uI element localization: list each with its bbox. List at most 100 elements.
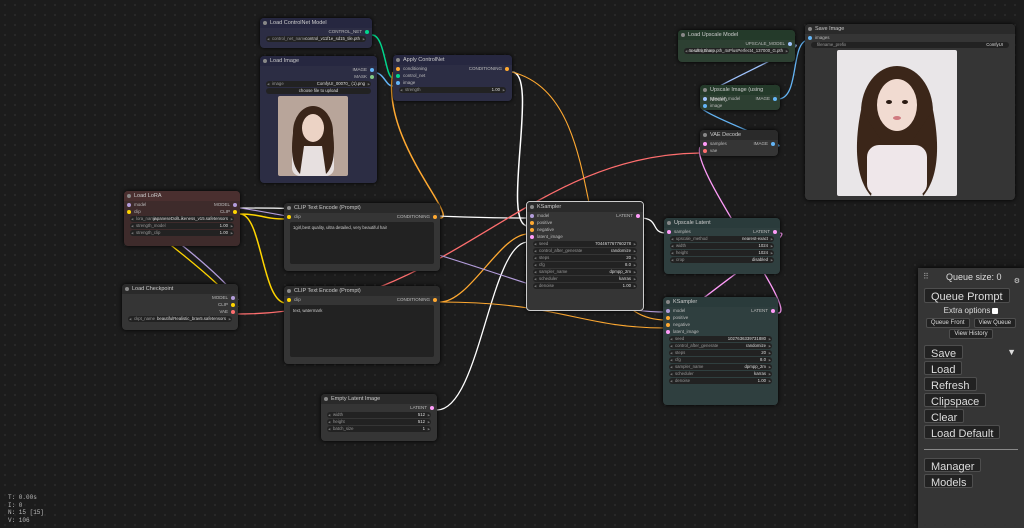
input-slot[interactable] bbox=[530, 235, 534, 239]
input-slot[interactable] bbox=[396, 74, 400, 78]
output-slot[interactable] bbox=[505, 67, 509, 71]
node-load-upscale-model[interactable]: Load Upscale Model UPSCALE_MODEL model_n… bbox=[678, 30, 795, 62]
gear-icon[interactable]: ⚙ bbox=[1013, 278, 1020, 285]
input-slot[interactable] bbox=[703, 97, 707, 101]
output-slot[interactable] bbox=[430, 406, 434, 410]
extra-options-checkbox[interactable] bbox=[992, 307, 999, 314]
queue-front-button[interactable]: Queue Front bbox=[925, 318, 970, 328]
widget-control-net-name[interactable]: control_net_namecontrol_v11f1e_sd15_tile… bbox=[266, 36, 366, 42]
input-slot[interactable] bbox=[666, 309, 670, 313]
refresh-button[interactable]: Refresh bbox=[924, 377, 977, 392]
load-button[interactable]: Load bbox=[924, 361, 963, 376]
input-slot[interactable] bbox=[808, 36, 812, 40]
manager-button[interactable]: Manager bbox=[924, 458, 982, 473]
input-slot[interactable] bbox=[666, 316, 670, 320]
output-slot[interactable] bbox=[231, 310, 235, 314]
queue-prompt-button[interactable]: Queue Prompt bbox=[924, 288, 1010, 303]
output-slot[interactable] bbox=[771, 309, 775, 313]
output-slot[interactable] bbox=[370, 68, 374, 72]
input-slot[interactable] bbox=[127, 203, 131, 207]
output-slot[interactable] bbox=[231, 296, 235, 300]
output-slot[interactable] bbox=[773, 230, 777, 234]
output-slot[interactable] bbox=[771, 142, 775, 146]
input-slot[interactable] bbox=[396, 67, 400, 71]
view-history-button[interactable]: View History bbox=[949, 329, 993, 339]
prompt-textarea[interactable]: text, watermark bbox=[290, 305, 434, 357]
output-slot[interactable] bbox=[231, 303, 235, 307]
widget-lora-name[interactable]: lora_namejapaneseDollLikeness_v15.safete… bbox=[130, 216, 234, 222]
output-slot[interactable] bbox=[636, 214, 640, 218]
upload-button[interactable]: choose file to upload bbox=[266, 88, 371, 94]
models-button[interactable]: Models bbox=[924, 474, 974, 489]
input-slot[interactable] bbox=[703, 142, 707, 146]
input-slot[interactable] bbox=[127, 210, 131, 214]
output-slot[interactable] bbox=[788, 42, 792, 46]
clipspace-button[interactable]: Clipspace bbox=[924, 393, 987, 408]
node-upscale-image-using-model[interactable]: Upscale Image (using Model) upscale_mode… bbox=[700, 85, 780, 110]
input-slot[interactable] bbox=[703, 104, 707, 108]
widget-ckpt-name[interactable]: ckpt_namebeautifulRealistic_brav5.safete… bbox=[128, 316, 232, 322]
view-queue-button[interactable]: View Queue bbox=[973, 318, 1017, 328]
load-default-button[interactable]: Load Default bbox=[924, 425, 1001, 440]
input-slot[interactable] bbox=[396, 81, 400, 85]
output-slot[interactable] bbox=[233, 203, 237, 207]
input-slot[interactable] bbox=[287, 298, 291, 302]
input-slot[interactable] bbox=[666, 330, 670, 334]
drag-handle-icon[interactable]: ⠿ bbox=[923, 272, 929, 281]
prompt-textarea[interactable]: 1girl,best quality, ultra detailed, very… bbox=[290, 222, 434, 264]
input-slot[interactable] bbox=[530, 214, 534, 218]
output-slot[interactable] bbox=[233, 210, 237, 214]
output-slot[interactable] bbox=[433, 215, 437, 219]
input-slot[interactable] bbox=[667, 230, 671, 234]
output-slot[interactable] bbox=[370, 75, 374, 79]
input-slot[interactable] bbox=[703, 149, 707, 153]
widget-model-name[interactable]: model_name4x-UltraSharp.pth_4xPlusPerfec… bbox=[684, 48, 789, 54]
output-slot[interactable] bbox=[433, 298, 437, 302]
save-button[interactable]: Save bbox=[924, 345, 964, 360]
output-slot[interactable] bbox=[365, 30, 369, 34]
node-load-image[interactable]: Load Image IMAGE MASK imageComfyUI_00070… bbox=[260, 56, 377, 183]
input-slot[interactable] bbox=[666, 323, 670, 327]
node-load-controlnet[interactable]: Load ControlNet Model CONTROL_NET contro… bbox=[260, 18, 372, 48]
clear-button[interactable]: Clear bbox=[924, 409, 965, 424]
input-slot[interactable] bbox=[530, 228, 534, 232]
input-slot[interactable] bbox=[530, 221, 534, 225]
input-slot[interactable] bbox=[287, 215, 291, 219]
node-load-checkpoint[interactable]: Load Checkpoint MODEL CLIP VAE ckpt_name… bbox=[122, 284, 238, 330]
